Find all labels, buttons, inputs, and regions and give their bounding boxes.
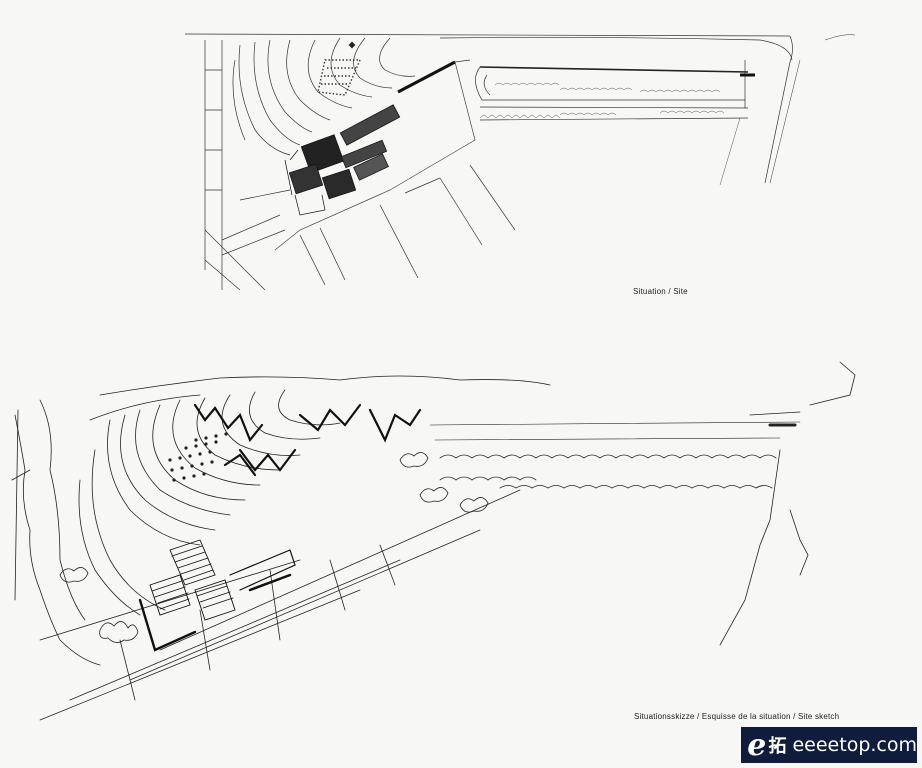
site-sketch-caption: Situationsskizze / Esquisse de la situat… bbox=[634, 712, 840, 721]
site-plan-caption: Situation / Site bbox=[633, 287, 688, 296]
site-boundary-line bbox=[184, 33, 791, 37]
site-plan-drawing bbox=[184, 33, 856, 291]
dense-tree-band bbox=[193, 403, 422, 477]
logo-mark: e bbox=[747, 727, 767, 763]
sketched-building bbox=[138, 539, 296, 652]
orchard-dots bbox=[168, 432, 228, 482]
logo-text: eeeetop.com bbox=[792, 734, 917, 756]
building-plan bbox=[284, 104, 401, 216]
logo-char: 拓 bbox=[768, 736, 787, 757]
watermark-logo: e 拓 eeeetop.com bbox=[741, 727, 917, 763]
